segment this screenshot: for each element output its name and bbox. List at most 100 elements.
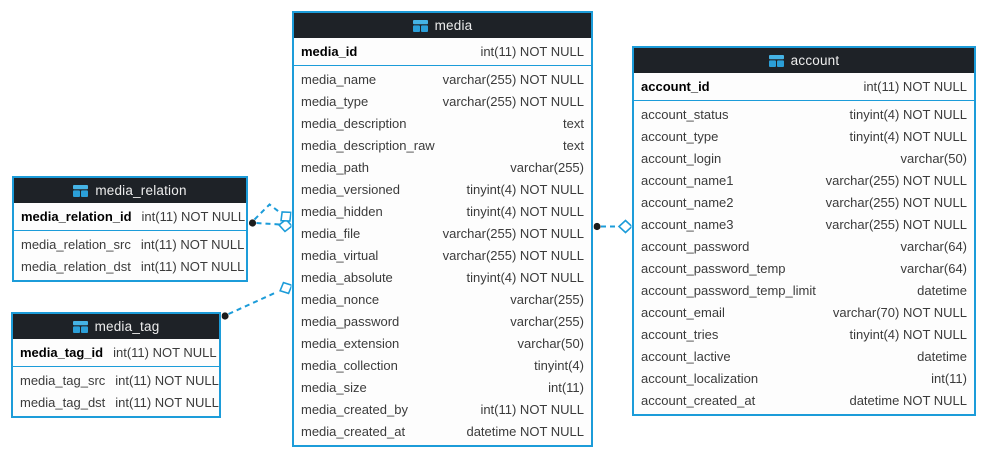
column-name: media_path bbox=[301, 159, 369, 175]
column-name: account_tries bbox=[641, 326, 719, 342]
column-type: int(11) NOT NULL bbox=[141, 209, 246, 224]
column-type: varchar(255) bbox=[510, 313, 584, 329]
column-type: int(11) NOT NULL bbox=[480, 44, 584, 59]
column-name: media_versioned bbox=[301, 181, 401, 197]
table-header[interactable]: account bbox=[634, 48, 974, 73]
column-name: media_created_at bbox=[301, 423, 406, 439]
relationship-diamond-end bbox=[617, 219, 634, 234]
relationship-dot-end bbox=[248, 219, 257, 227]
column-name: media_nonce bbox=[301, 291, 380, 307]
column-name: media_relation_id bbox=[21, 209, 132, 224]
column-type: varchar(255) bbox=[510, 159, 584, 175]
relationship-media_relation-to-media-dst[interactable] bbox=[253, 203, 295, 226]
table-header[interactable]: media_relation bbox=[14, 178, 246, 203]
column-type: tinyint(4) bbox=[534, 357, 584, 373]
column-name: media_id bbox=[301, 44, 358, 59]
column-type: tinyint(4) NOT NULL bbox=[849, 326, 967, 342]
column-row: media_tag_src int(11) NOT NULL bbox=[13, 369, 219, 391]
table-icon bbox=[768, 54, 784, 67]
column-type: text bbox=[563, 137, 584, 153]
column-name: media_tag_src bbox=[20, 372, 106, 388]
table-icon bbox=[73, 184, 89, 197]
table-icon bbox=[412, 19, 428, 32]
column-type: text bbox=[563, 115, 584, 131]
column-name: media_size bbox=[301, 379, 367, 395]
column-name: media_virtual bbox=[301, 247, 379, 263]
column-row: media_type varchar(255) NOT NULL bbox=[294, 90, 591, 112]
column-type: int(11) NOT NULL bbox=[115, 372, 219, 388]
column-row: account_name2 varchar(255) NOT NULL bbox=[634, 191, 974, 213]
column-row: account_password_temp_limit datetime bbox=[634, 279, 974, 301]
column-row: media_virtual varchar(255) NOT NULL bbox=[294, 244, 591, 266]
column-type: varchar(255) NOT NULL bbox=[442, 93, 584, 109]
column-type: datetime NOT NULL bbox=[849, 392, 967, 408]
relationship-media_tag-to-media[interactable] bbox=[221, 280, 294, 320]
column-name: account_lactive bbox=[641, 348, 731, 364]
table-header[interactable]: media_tag bbox=[13, 314, 219, 339]
column-name: account_password_temp bbox=[641, 260, 786, 276]
column-type: datetime NOT NULL bbox=[466, 423, 584, 439]
column-name: media_created_by bbox=[301, 401, 408, 417]
column-type: varchar(255) NOT NULL bbox=[825, 216, 967, 232]
column-type: varchar(50) bbox=[900, 150, 967, 166]
column-name: account_password_temp_limit bbox=[641, 282, 816, 298]
primary-key-row: media_relation_id int(11) NOT NULL bbox=[14, 203, 246, 231]
column-name: media_extension bbox=[301, 335, 400, 351]
column-type: int(11) NOT NULL bbox=[480, 401, 584, 417]
column-list: media_tag_src int(11) NOT NULL media_tag_d… bbox=[13, 367, 219, 416]
column-type: varchar(70) NOT NULL bbox=[832, 304, 967, 320]
column-name: media_description_raw bbox=[301, 137, 435, 153]
column-type: varchar(255) NOT NULL bbox=[825, 194, 967, 210]
column-row: account_tries tinyint(4) NOT NULL bbox=[634, 323, 974, 345]
column-name: media_hidden bbox=[301, 203, 383, 219]
column-type: int(11) NOT NULL bbox=[140, 258, 245, 274]
table-title: account bbox=[790, 53, 840, 68]
column-name: account_login bbox=[641, 150, 722, 166]
table-media_relation[interactable]: media_relation media_relation_id int(11) N… bbox=[12, 176, 248, 282]
column-type: varchar(255) NOT NULL bbox=[442, 71, 584, 87]
column-type: varchar(255) NOT NULL bbox=[442, 247, 584, 263]
column-row: account_login varchar(50) bbox=[634, 147, 974, 169]
table-title: media_tag bbox=[94, 319, 160, 334]
column-name: account_name2 bbox=[641, 194, 734, 210]
relationship-diamond-end bbox=[279, 281, 293, 295]
column-name: media_name bbox=[301, 71, 377, 87]
relationship-media-to-account[interactable] bbox=[593, 219, 634, 234]
column-type: tinyint(4) NOT NULL bbox=[466, 269, 584, 285]
table-title: media bbox=[434, 18, 473, 33]
column-row: media_name varchar(255) NOT NULL bbox=[294, 68, 591, 90]
column-type: tinyint(4) NOT NULL bbox=[466, 181, 584, 197]
column-name: media_type bbox=[301, 93, 369, 109]
column-type: varchar(255) bbox=[510, 291, 584, 307]
column-row: media_created_by int(11) NOT NULL bbox=[294, 398, 591, 420]
column-row: media_versioned tinyint(4) NOT NULL bbox=[294, 178, 591, 200]
column-type: datetime bbox=[917, 282, 967, 298]
column-name: media_description bbox=[301, 115, 407, 131]
column-name: media_tag_id bbox=[20, 345, 104, 360]
table-header[interactable]: media bbox=[294, 13, 591, 38]
